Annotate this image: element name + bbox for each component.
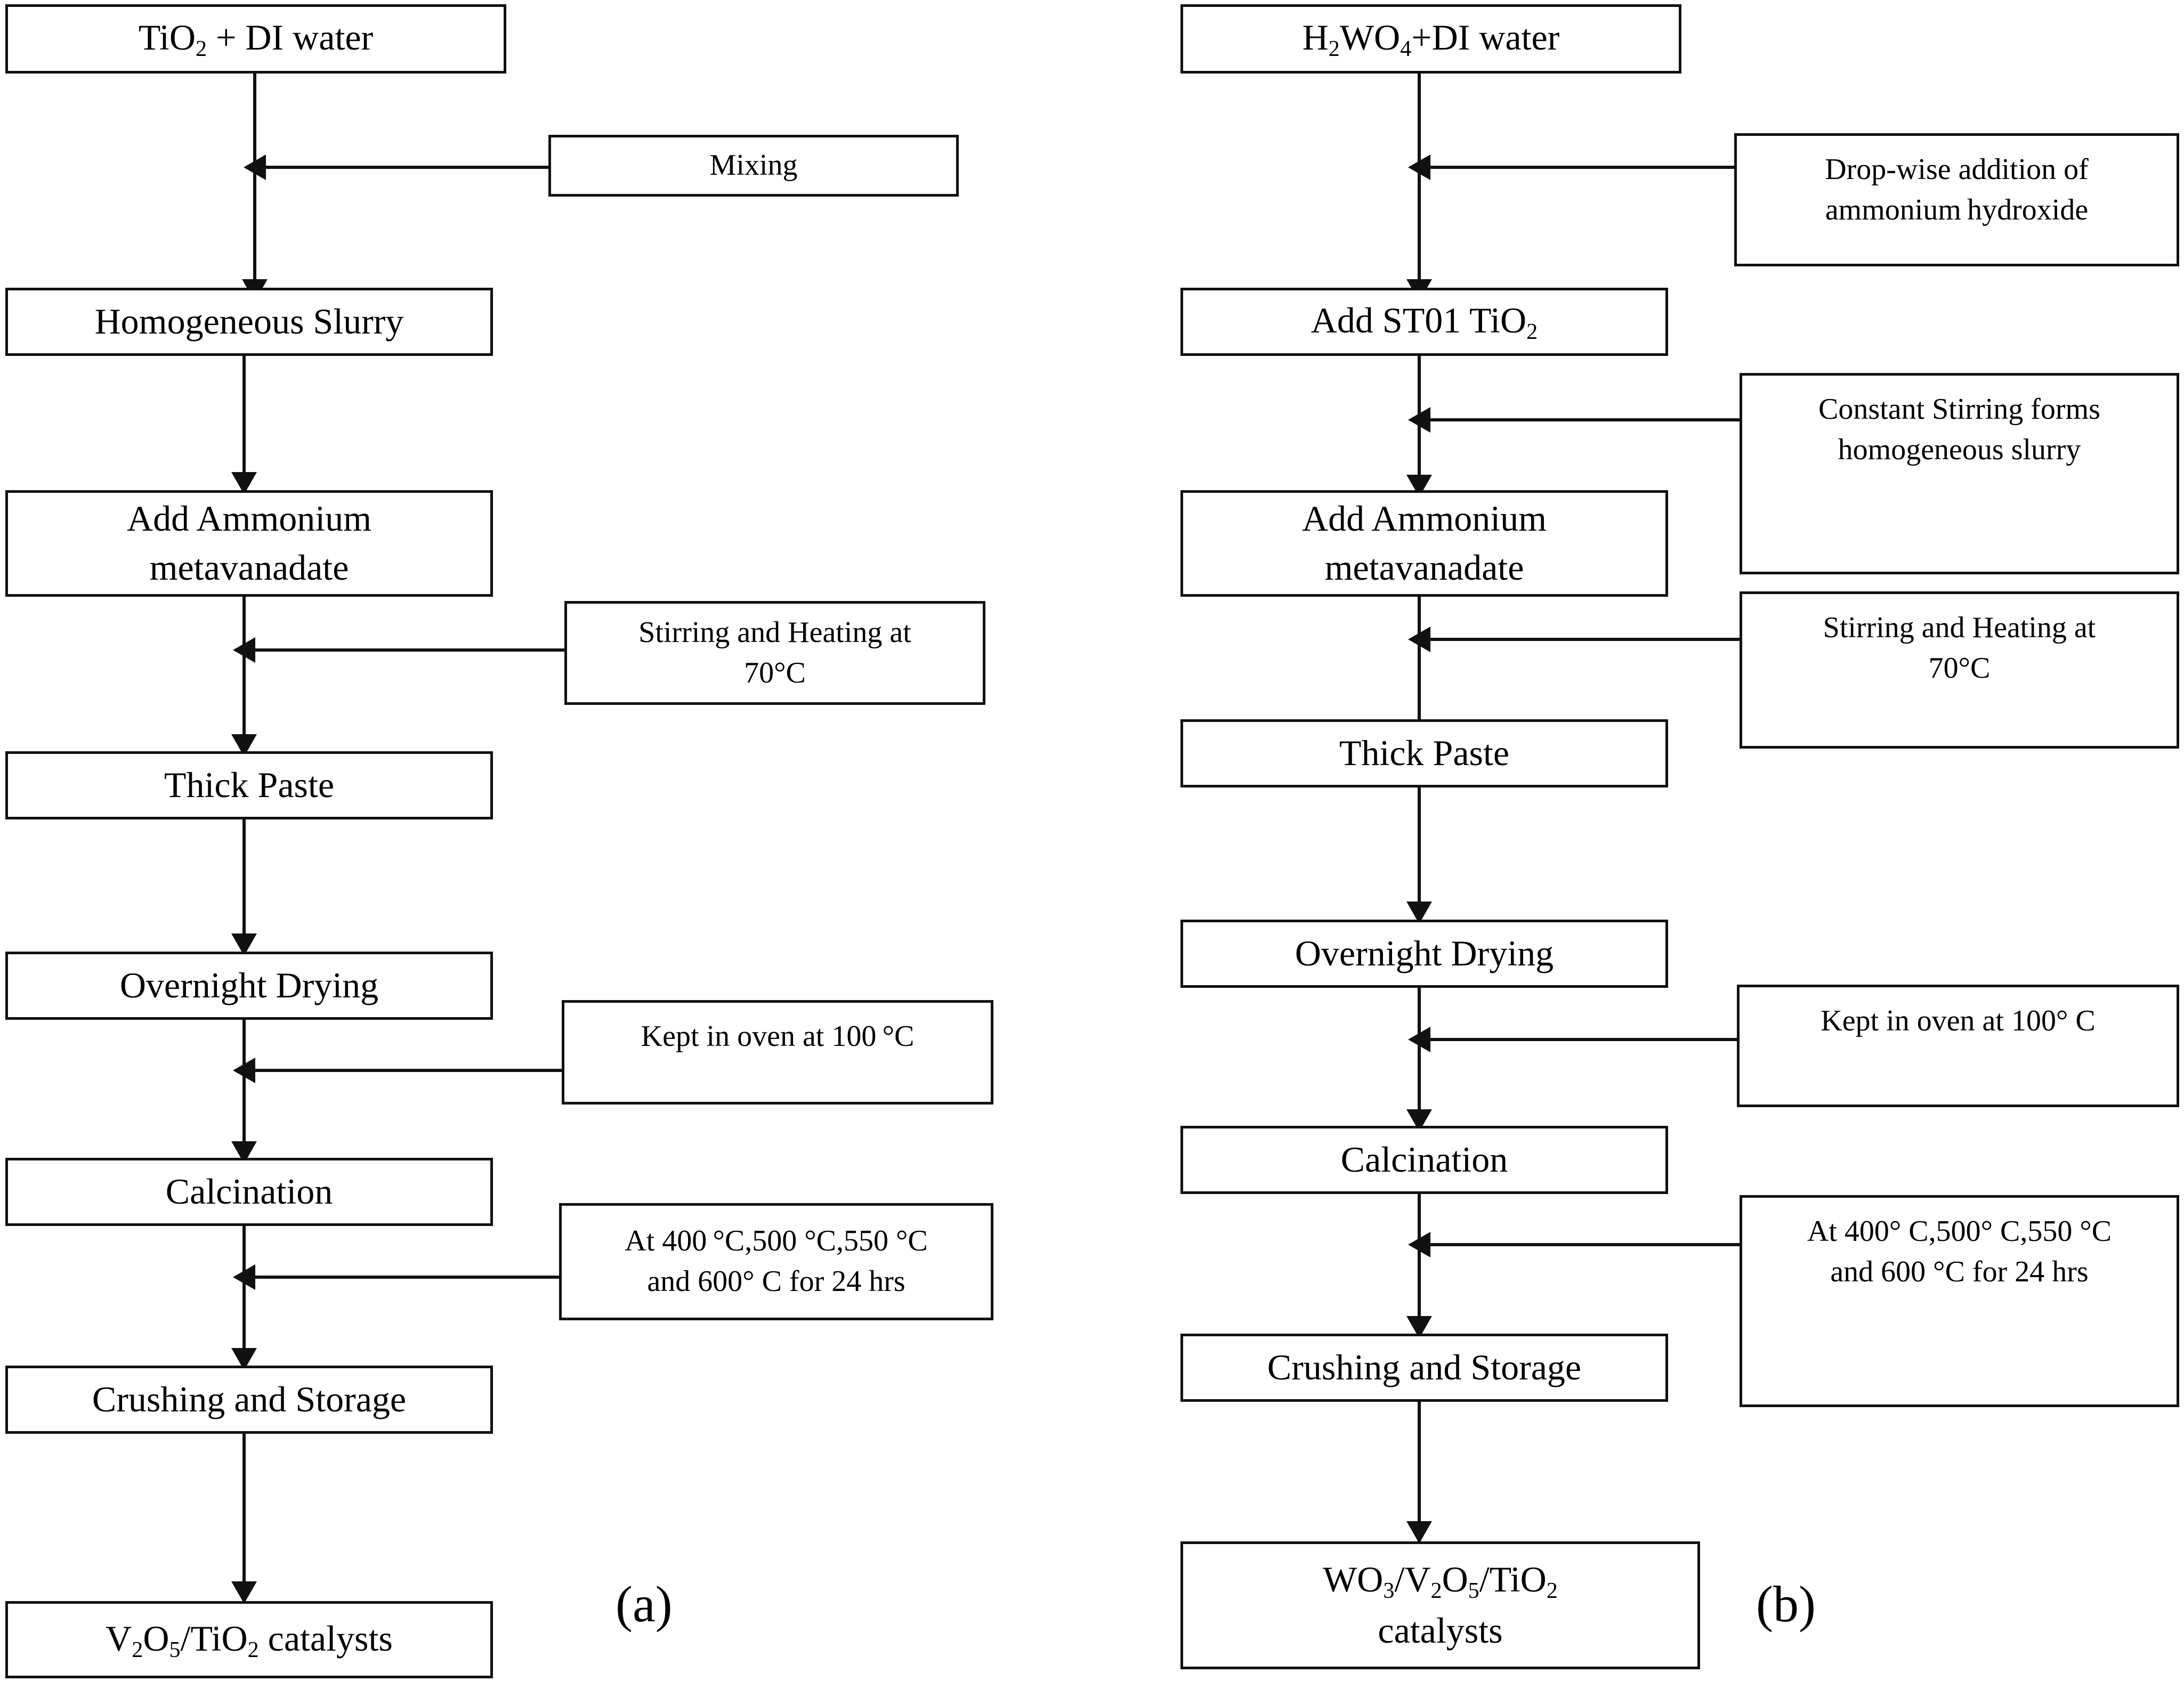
connector-a-3 bbox=[242, 597, 246, 757]
panel-label-a-text: (a) bbox=[616, 1576, 673, 1633]
annotation-line-a-2 bbox=[255, 648, 564, 652]
annotation-b-kept-in-oven-label: Kept in oven at 100° C bbox=[1821, 1004, 2096, 1037]
arrowhead-b-7 bbox=[1406, 1521, 1432, 1544]
annotation-a-mixing: Mixing bbox=[548, 135, 959, 197]
node-b-add-st01-tio2: Add ST01 TiO2 bbox=[1180, 288, 1668, 356]
node-b-thick-paste-label: Thick Paste bbox=[1339, 733, 1510, 774]
connector-b-5 bbox=[1418, 988, 1421, 1132]
arrowhead-b-ann-5 bbox=[1408, 1232, 1430, 1257]
annotation-line-b-3 bbox=[1430, 638, 1740, 641]
node-a-crushing-and-storage-label: Crushing and Storage bbox=[92, 1379, 407, 1420]
panel-label-b: (b) bbox=[1756, 1574, 1816, 1634]
arrowhead-a-ann-2 bbox=[233, 637, 255, 663]
node-b-overnight-drying-label: Overnight Drying bbox=[1295, 933, 1554, 974]
node-a-crushing-and-storage: Crushing and Storage bbox=[5, 1366, 493, 1434]
connector-a-1 bbox=[253, 74, 256, 302]
connector-a-6 bbox=[242, 1226, 246, 1370]
node-b-add-st01-tio2-label: Add ST01 TiO2 bbox=[1311, 300, 1538, 344]
connector-b-7 bbox=[1418, 1402, 1421, 1548]
connector-b-6 bbox=[1418, 1194, 1421, 1338]
node-a-product-label: V2O5/TiO2 catalysts bbox=[106, 1618, 393, 1662]
annotation-line-b-4 bbox=[1430, 1038, 1737, 1041]
annotation-line-a-1 bbox=[266, 166, 548, 169]
connector-a-5 bbox=[242, 1020, 246, 1164]
annotation-line-a-4 bbox=[255, 1276, 559, 1279]
node-b-crushing-and-storage: Crushing and Storage bbox=[1180, 1334, 1668, 1402]
annotation-a-kept-in-oven: Kept in oven at 100 °C bbox=[562, 1000, 993, 1105]
node-b-overnight-drying: Overnight Drying bbox=[1180, 920, 1668, 988]
arrowhead-a-ann-1 bbox=[244, 155, 266, 180]
node-a-homogeneous-slurry-label: Homogeneous Slurry bbox=[94, 301, 404, 342]
connector-b-4 bbox=[1418, 787, 1421, 923]
node-a-precursor: TiO2 + DI water bbox=[5, 4, 506, 74]
annotation-a-mixing-label: Mixing bbox=[709, 149, 798, 182]
node-a-thick-paste-label: Thick Paste bbox=[164, 765, 335, 806]
annotation-a-kept-in-oven-label: Kept in oven at 100 °C bbox=[641, 1020, 915, 1053]
annotation-line-b-2 bbox=[1430, 418, 1740, 421]
arrowhead-b-ann-2 bbox=[1408, 407, 1430, 433]
node-b-calcination-label: Calcination bbox=[1340, 1139, 1508, 1180]
connector-b-1 bbox=[1418, 74, 1421, 302]
node-a-thick-paste: Thick Paste bbox=[5, 751, 493, 819]
node-a-product: V2O5/TiO2 catalysts bbox=[5, 1601, 493, 1678]
annotation-b-kept-in-oven: Kept in oven at 100° C bbox=[1737, 985, 2179, 1107]
node-a-calcination-label: Calcination bbox=[165, 1171, 333, 1212]
connector-a-4 bbox=[242, 819, 246, 955]
arrowhead-a-7 bbox=[231, 1581, 257, 1604]
arrowhead-a-ann-3 bbox=[233, 1058, 255, 1083]
panel-label-b-text: (b) bbox=[1756, 1576, 1816, 1633]
arrowhead-b-ann-1 bbox=[1408, 155, 1430, 180]
node-a-precursor-label: TiO2 + DI water bbox=[138, 17, 374, 61]
annotation-line-b-5 bbox=[1430, 1243, 1740, 1246]
connector-a-7 bbox=[242, 1434, 246, 1615]
arrowhead-a-ann-4 bbox=[233, 1264, 255, 1290]
annotation-line-b-1 bbox=[1430, 166, 1734, 169]
arrowhead-b-ann-3 bbox=[1408, 627, 1430, 652]
node-a-overnight-drying: Overnight Drying bbox=[5, 952, 493, 1020]
node-b-calcination: Calcination bbox=[1180, 1126, 1668, 1194]
node-a-overnight-drying-label: Overnight Drying bbox=[119, 965, 379, 1006]
connector-b-3 bbox=[1418, 597, 1421, 751]
node-b-thick-paste: Thick Paste bbox=[1180, 719, 1668, 787]
panel-label-a: (a) bbox=[616, 1574, 673, 1634]
annotation-line-a-3 bbox=[255, 1069, 562, 1072]
node-b-precursor: H2WO4+DI water bbox=[1180, 4, 1681, 74]
node-a-homogeneous-slurry: Homogeneous Slurry bbox=[5, 288, 493, 356]
node-b-precursor-label: H2WO4+DI water bbox=[1302, 17, 1560, 61]
connector-a-2 bbox=[242, 356, 246, 494]
arrowhead-b-ann-4 bbox=[1408, 1027, 1430, 1052]
node-b-crushing-and-storage-label: Crushing and Storage bbox=[1267, 1347, 1582, 1388]
node-a-calcination: Calcination bbox=[5, 1158, 493, 1226]
